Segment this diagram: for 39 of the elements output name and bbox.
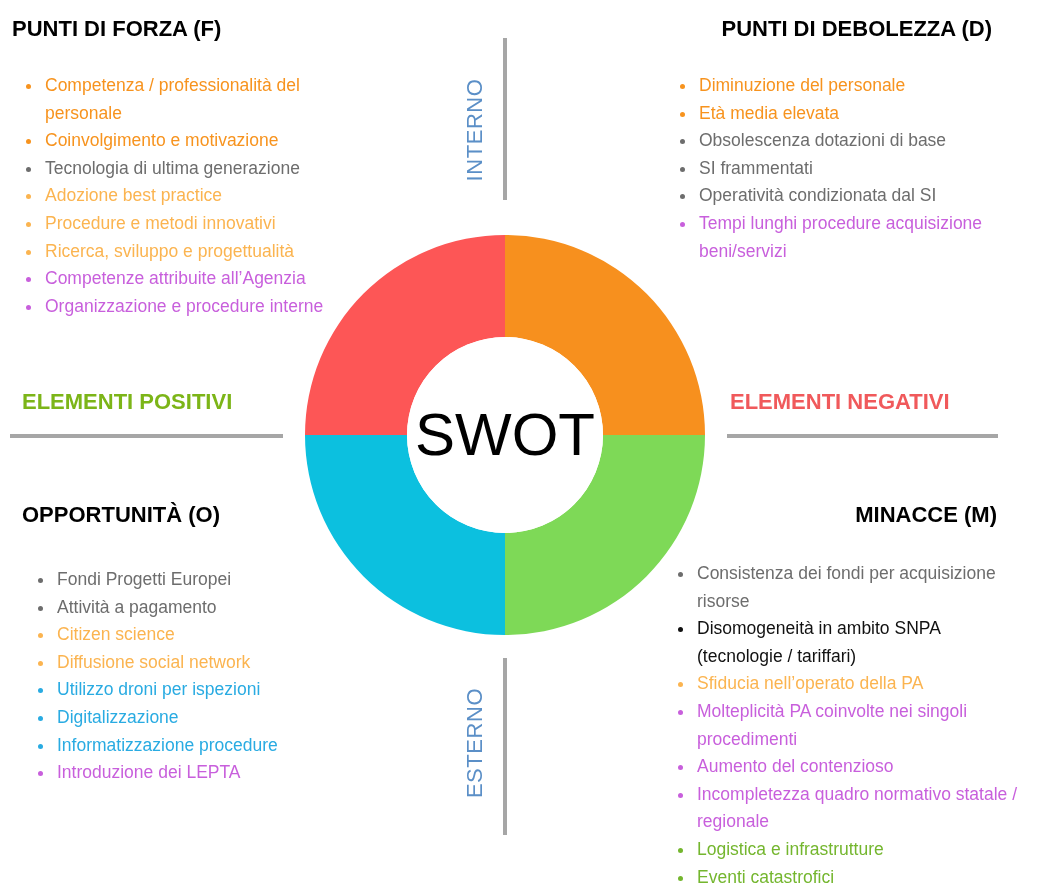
axis-label: ESTERNO [464,687,486,799]
quadrant-heading: PUNTI DI DEBOLEZZA (D) [721,15,992,43]
list-item: Consistenza dei fondi per acquisizione risorse [697,562,997,613]
list-item: Utilizzo droni per ispezioni [57,678,261,702]
list-item: Attività a pagamento [57,595,217,619]
center-title: SWOT [415,405,595,465]
list-item: Diminuzione del personale [699,74,906,97]
list-item: Coinvolgimento e motivazione [45,129,279,153]
axis-label: INTERNO [464,78,486,182]
list-item: Introduzione dei LEPTA [57,761,241,785]
list-item: Informatizzazione procedure [57,733,278,757]
list-item: SI frammentati [699,156,813,180]
list-item: Competenze attribuite all’Agenzia [45,267,306,291]
list-item: Adozione best practice [45,184,223,208]
list-item: Età media elevata [699,101,840,125]
list-item: Molteplicità PA coinvolte nei singoli procedimenti [697,699,969,751]
list-item: Citizen science [57,623,175,647]
list-item: Incompletezza quadro normativo statale / regionale [697,782,1019,834]
quadrant-heading: PUNTI DI FORZA (F) [12,15,222,43]
list-item: Competenza / professionalità del personale [45,74,301,125]
list-item: Organizzazione e procedure interne [45,294,324,318]
list-item: Operatività condizionata dal SI [699,184,937,208]
list-item: Tecnologia di ultima generazione [45,156,300,180]
list-item: Digitalizzazione [57,705,179,729]
axis-label: ELEMENTI POSITIVI [22,388,233,416]
axis-label: ELEMENTI NEGATIVI [730,388,950,416]
list-item: Ricerca, sviluppo e progettualità [45,239,295,263]
list-item: Diffusione social network [57,650,251,674]
list-item: Aumento del contenzioso [697,755,894,779]
list-item: Fondi Progetti Europei [57,568,232,591]
list-item: Eventi catastrofici [697,865,835,889]
list-item: Procedure e metodi innovativi [45,211,276,235]
quadrant-heading: MINACCE (M) [855,501,997,529]
quadrant-heading: OPPORTUNITÀ (O) [22,501,220,529]
list-item: Sfiducia nell’operato della PA [697,672,924,696]
list-item: Obsolescenza dotazioni di base [699,129,947,153]
list-item: Logistica e infrastrutture [697,837,884,861]
list-item: Tempi lunghi procedure acquisizione beni/servizi [699,211,984,263]
list-item: Disomogeneità in ambito SNPA (tecnologie / tariffari) [697,617,942,668]
